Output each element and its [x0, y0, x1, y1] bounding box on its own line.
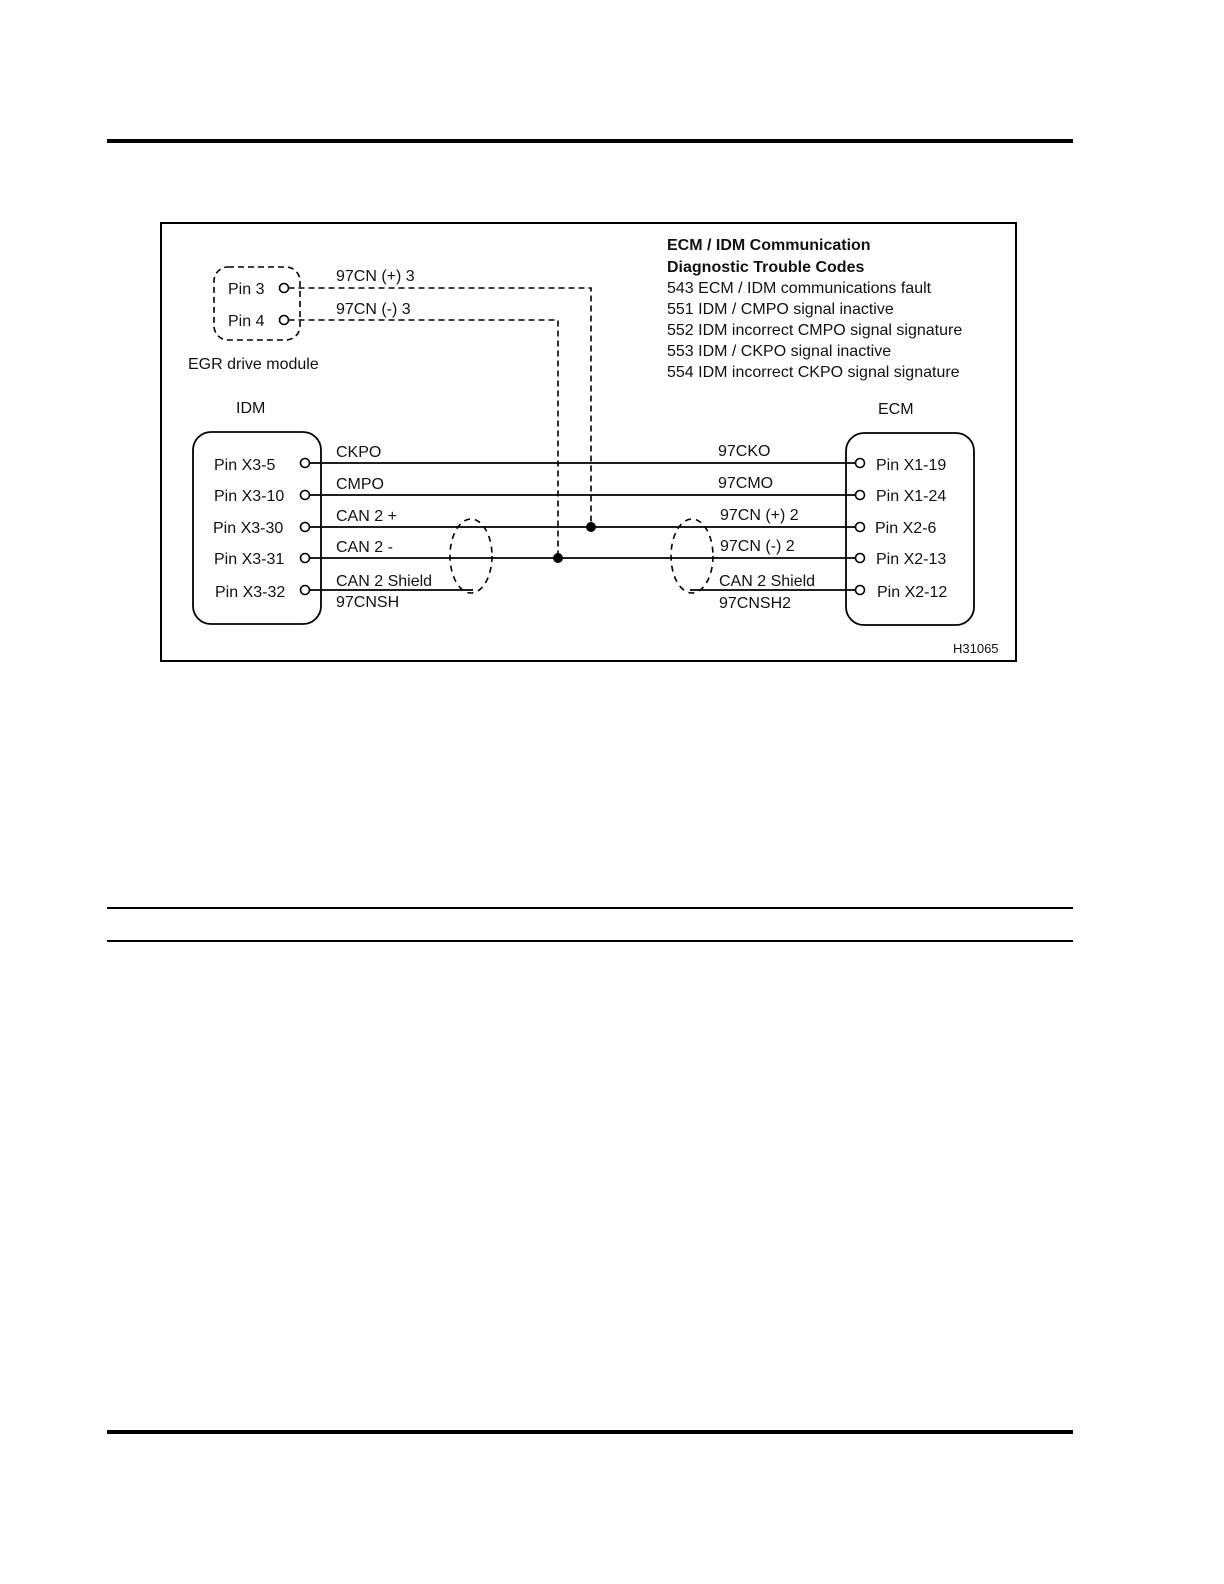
- legend-title-line1: ECM / IDM Communication: [667, 237, 871, 254]
- wire-label: 97CN (-) 2: [720, 538, 795, 555]
- signal-wires: [309, 462, 856, 591]
- egr-wires: [288, 287, 592, 558]
- idm-terminals: [299, 457, 311, 596]
- ecm-pin-label: Pin X2-13: [876, 551, 946, 568]
- idm-terminal: [299, 552, 311, 564]
- egr-pin-terminal: [278, 282, 290, 294]
- twisted-pair-shield-left: [449, 518, 493, 594]
- idm-connector: [192, 431, 322, 625]
- egr-module-outline: [213, 266, 301, 341]
- wire-label: CAN 2 Shield: [336, 573, 432, 590]
- idm-pin-label: Pin X3-5: [214, 457, 275, 474]
- ecm-terminal: [854, 457, 866, 469]
- ecm-terminal: [854, 584, 866, 596]
- dtc-code: 554 IDM incorrect CKPO signal signature: [667, 364, 960, 381]
- ecm-terminals: [854, 457, 866, 596]
- egr-wire-can-plus: [288, 287, 592, 527]
- wire-label: 97CMO: [718, 475, 773, 492]
- idm-label: IDM: [236, 400, 265, 417]
- egr-drive-module: Pin 3 Pin 4 EGR drive module: [188, 266, 319, 373]
- idm-pin-label: Pin X3-30: [213, 520, 283, 537]
- idm-pin-label: Pin X3-32: [215, 584, 285, 601]
- twisted-pair-shield-right: [670, 518, 714, 594]
- wire-label: 97CN (+) 2: [720, 507, 799, 524]
- dtc-code: 552 IDM incorrect CMPO signal signature: [667, 322, 962, 339]
- dtc-code: 543 ECM / IDM communications fault: [667, 280, 932, 297]
- wire-label: CMPO: [336, 476, 384, 493]
- section-rule-upper: [107, 907, 1073, 909]
- ecm-terminal: [854, 552, 866, 564]
- idm-pin-label: Pin X3-31: [214, 551, 284, 568]
- splice-can-plus: [586, 522, 596, 532]
- idm-terminal: [299, 584, 311, 596]
- egr-pin-label: Pin 3: [228, 281, 265, 298]
- figure-id: H31065: [953, 641, 999, 656]
- ecm-label: ECM: [878, 401, 914, 418]
- top-rule: [107, 139, 1073, 143]
- ecm-pin-label: Pin X1-19: [876, 457, 946, 474]
- ecm-connector: [845, 432, 975, 626]
- wire-label: CAN 2 Shield: [719, 573, 815, 590]
- wire-label: 97CKO: [718, 443, 770, 460]
- egr-pin-label: Pin 4: [228, 313, 265, 330]
- ecm-pin-label: Pin X1-24: [876, 488, 946, 505]
- ecm-module: ECM Pin X1-19 Pin X1-24 Pin X2-6 Pin X2-…: [845, 401, 975, 626]
- bottom-rule: [107, 1430, 1073, 1434]
- ecm-terminal: [854, 521, 866, 533]
- egr-wire-label: 97CN (+) 3: [336, 268, 415, 285]
- splice-can-minus: [553, 553, 563, 563]
- dtc-code: 551 IDM / CMPO signal inactive: [667, 301, 894, 318]
- legend-title-line2: Diagnostic Trouble Codes: [667, 259, 864, 276]
- idm-terminal: [299, 521, 311, 533]
- egr-wire-label: 97CN (-) 3: [336, 301, 411, 318]
- wire-label: 97CNSH: [336, 594, 399, 611]
- idm-pin-label: Pin X3-10: [214, 488, 284, 505]
- ecm-pin-label: Pin X2-6: [875, 520, 936, 537]
- ecm-terminal: [854, 489, 866, 501]
- egr-module-label: EGR drive module: [188, 356, 319, 373]
- idm-terminal: [299, 457, 311, 469]
- wire-label: CAN 2 -: [336, 539, 393, 556]
- wiring-diagram: ECM / IDM Communication Diagnostic Troub…: [160, 222, 1017, 662]
- egr-pin-terminal: [278, 314, 290, 326]
- dtc-code: 553 IDM / CKPO signal inactive: [667, 343, 891, 360]
- ecm-pin-label: Pin X2-12: [877, 584, 947, 601]
- section-rule-lower: [107, 940, 1073, 942]
- wire-label: CKPO: [336, 444, 381, 461]
- wire-label: 97CNSH2: [719, 595, 791, 612]
- idm-terminal: [299, 489, 311, 501]
- idm-module: IDM Pin X3-5 Pin X3-10 Pin X3-30 Pin X3-…: [192, 400, 322, 625]
- dtc-legend: ECM / IDM Communication Diagnostic Troub…: [667, 237, 962, 381]
- wire-label: CAN 2 +: [336, 508, 397, 525]
